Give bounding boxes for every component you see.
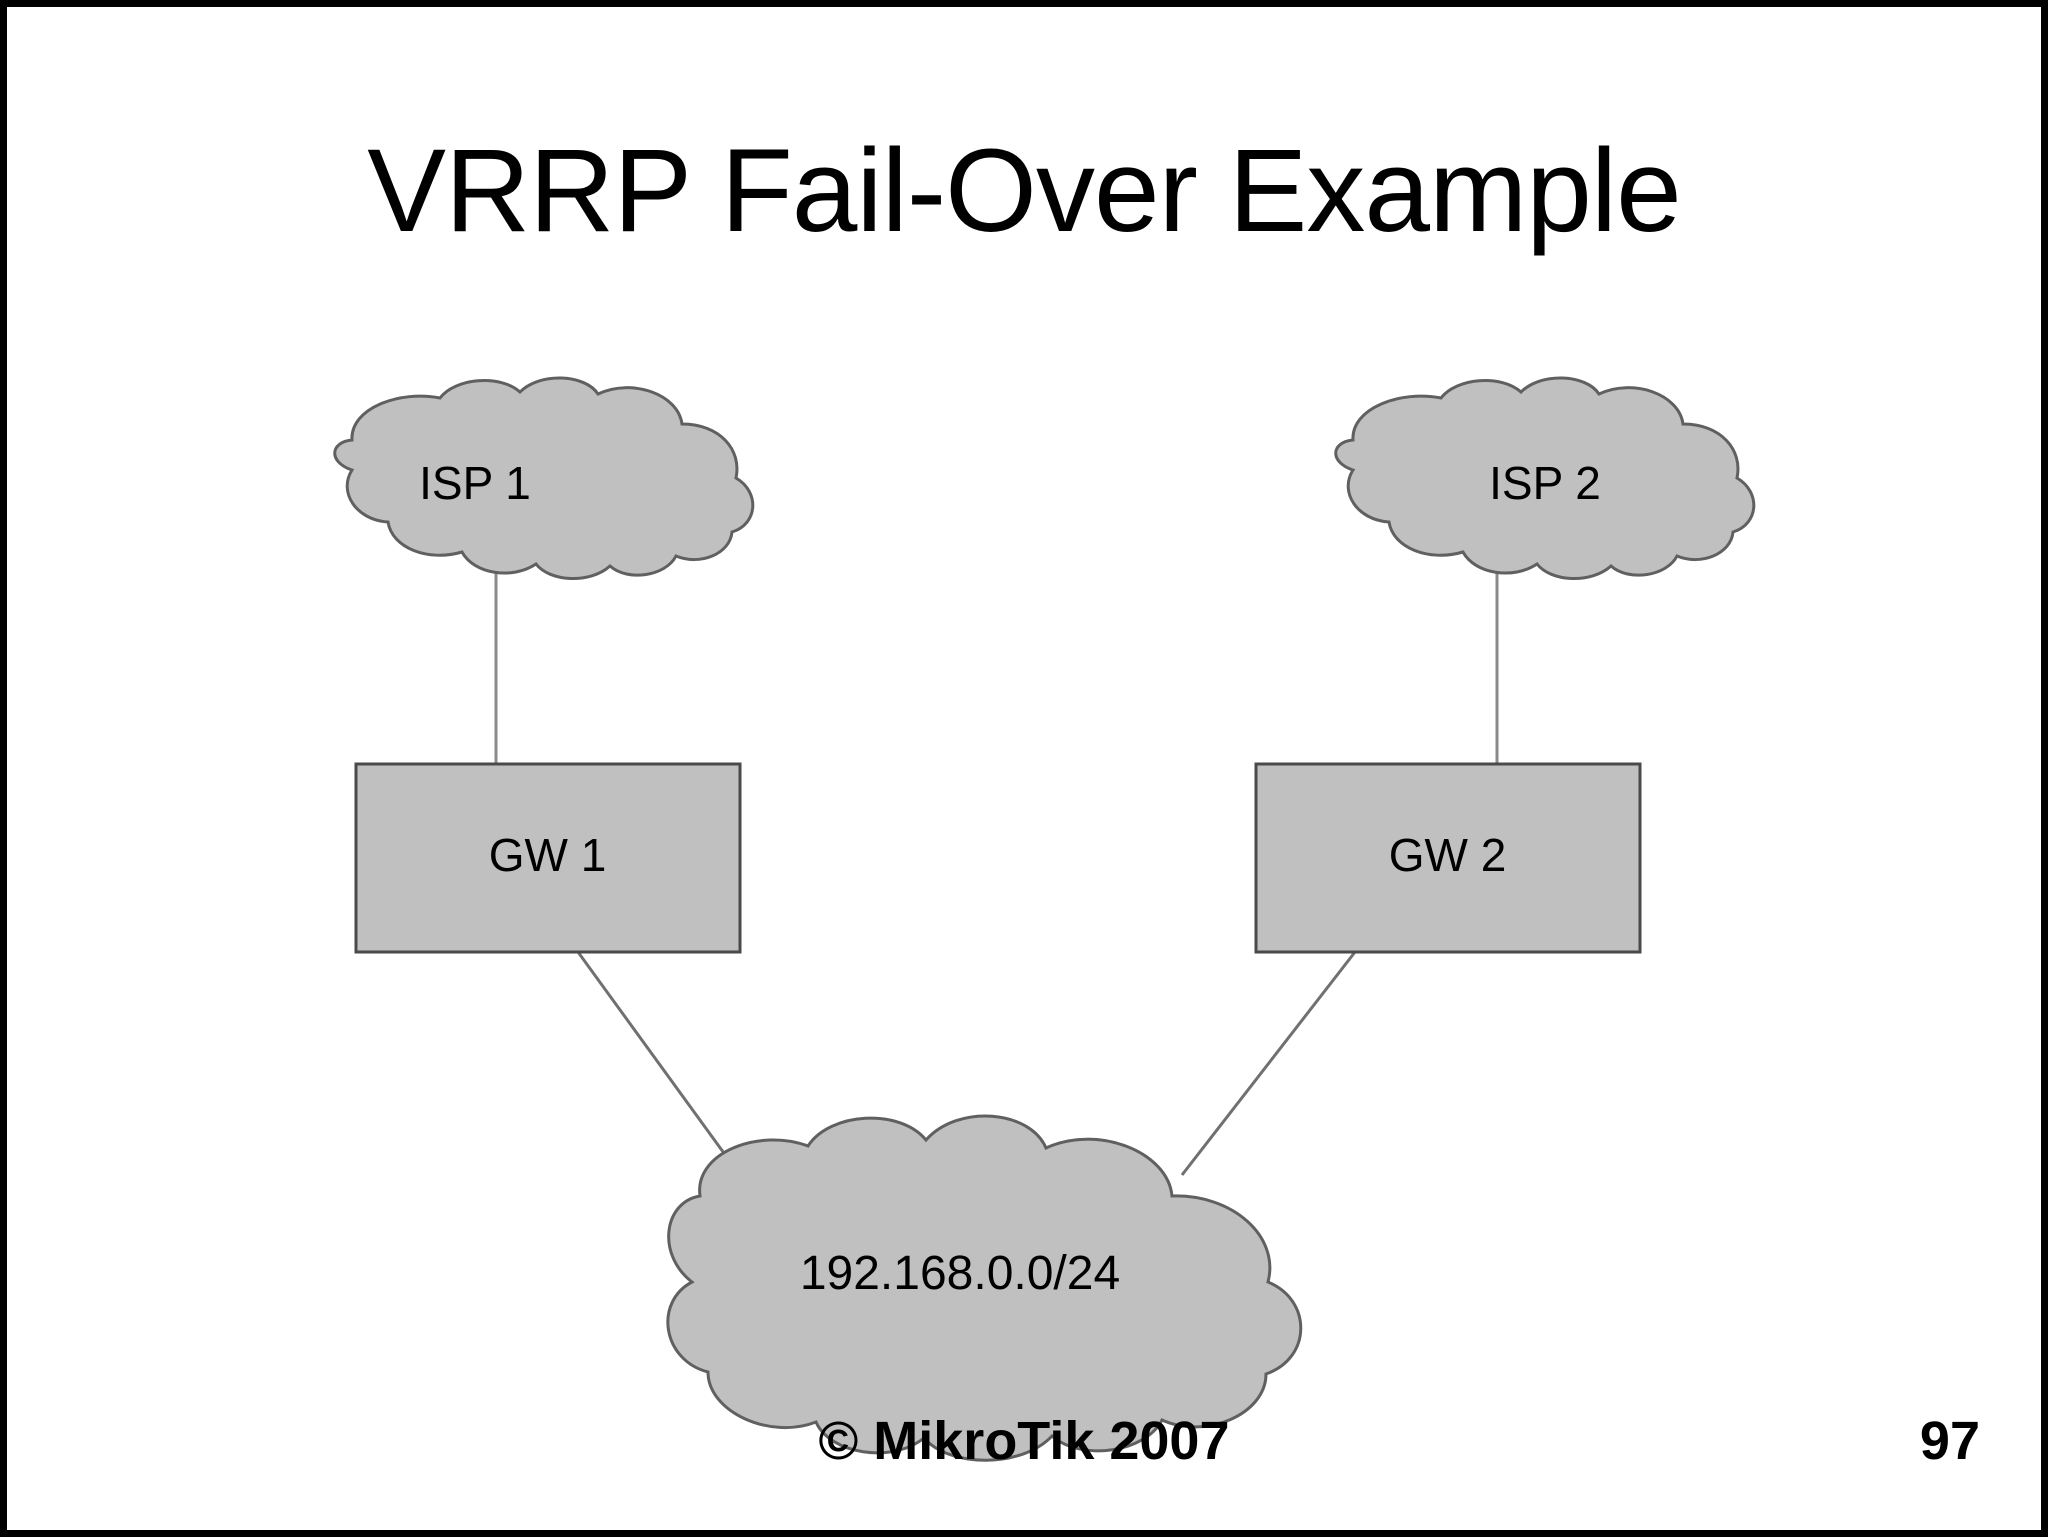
isp1-label: ISP 1 [419,457,531,509]
page-title: VRRP Fail-Over Example [367,125,1682,257]
isp2-cloud-shape[interactable] [1334,376,1756,580]
subnet-label: 192.168.0.0/24 [799,1247,1121,1300]
footer-copyright: © MikroTik 2007 [818,1411,1230,1471]
page-number: 97 [1919,1411,1980,1471]
connector-gw1-subnet [576,951,744,1179]
connector-group [494,560,1499,1179]
gw2-label: GW 2 [1388,829,1507,881]
gw1-box-shape[interactable] [354,762,742,954]
gw1-label: GW 1 [488,829,607,881]
isp2-label: ISP 2 [1489,457,1601,509]
isp1-cloud-shape[interactable] [333,376,755,580]
connector-gw2-subnet [1180,951,1357,1176]
gw2-box-shape[interactable] [1254,762,1642,954]
subnet-cloud-shape[interactable] [666,1114,1303,1462]
